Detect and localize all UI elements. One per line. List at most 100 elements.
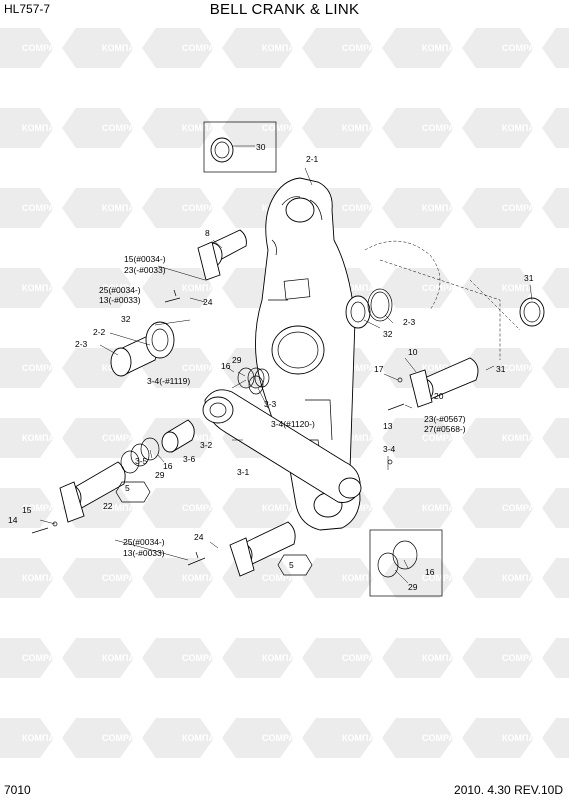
watermark-hexagon [0,348,54,388]
watermark-hexagon [542,488,569,528]
label-13a: 13(-#0033) [99,295,141,305]
watermark-hexagon [462,558,534,598]
watermark-tile: КОМПАРТ [462,418,547,458]
label-29a: 29 [232,355,242,365]
watermark-text: COMPART [22,43,67,53]
watermark-tile: КОМПАРТ [542,188,569,228]
watermark-hexagon [62,188,134,228]
watermark-text: КОМПАРТ [422,363,467,373]
label-2-2: 2-2 [93,327,106,337]
label-13b: 13 [383,421,393,431]
watermark-text: КОМПАРТ [22,123,67,133]
watermark-tile: КОМПАРТ [222,488,307,528]
model-code: HL757-7 [4,2,51,16]
watermark-text: КОМПАРТ [502,733,547,743]
watermark-text: COMPART [102,283,147,293]
watermark-text: КОМПАРТ [262,653,307,663]
watermark-hexagon [302,108,374,148]
label-15b: 15 [22,505,32,515]
watermark-text: COMPART [22,653,67,663]
watermark-hexagon [462,348,534,388]
watermark-text: COMPART [342,43,387,53]
watermark-tile: КОМПАРТ [382,28,467,68]
watermark-hexagon [462,188,534,228]
watermark-text: COMPART [342,203,387,213]
watermark-text: COMPART [422,573,467,583]
watermark-text: КОМПАРТ [182,573,227,583]
watermark-tile: COMPART [142,638,227,678]
watermark-text: COMPART [182,203,227,213]
watermark-hexagon [462,28,534,68]
watermark-hexagon [62,268,134,308]
watermark-tile: КОМПАРТ [222,28,307,68]
hex-callout-5b [277,554,313,576]
watermark-text: КОМПАРТ [422,503,467,513]
watermark-hexagon [462,108,534,148]
watermark-text: КОМПАРТ [342,573,387,583]
watermark-text: COMPART [102,573,147,583]
watermark-tile: COMPART [542,418,569,458]
watermark-text: КОМПАРТ [502,433,547,443]
label-31a: 31 [524,273,534,283]
watermark-tile: КОМПАРТ [142,718,227,758]
watermark-tile: COMPART [0,348,67,388]
watermark-tile: COMPART [62,418,147,458]
watermark-hexagon [382,718,454,758]
center-bore [271,325,325,375]
hex-callout-5a [115,481,151,503]
label-3-3: 3-3 [264,399,277,409]
watermark-tile: КОМПАРТ [0,558,67,598]
watermark-text: КОМПАРТ [102,203,147,213]
watermark-text: КОМПАРТ [502,283,547,293]
label-5b: 5 [289,560,294,570]
pin-lower [239,521,296,567]
watermark-tile: КОМПАРТ [62,638,147,678]
watermark-text: COMPART [262,733,307,743]
watermark-hexagon [382,418,454,458]
label-25a: 25(#0034-) [99,285,141,295]
watermark-tile: COMPART [62,718,147,758]
watermark-text: COMPART [182,653,227,663]
watermark-tile: COMPART [542,718,569,758]
label-25b: 25(#0034-) [123,537,165,547]
watermark-text: КОМПАРТ [502,123,547,133]
page-title: BELL CRANK & LINK [209,1,360,18]
watermark-tile: КОМПАРТ [302,718,387,758]
watermark-tile: COMPART [382,558,467,598]
watermark-text: COMPART [262,123,307,133]
watermark-hexagon [542,188,569,228]
watermark-hexagon [62,558,134,598]
watermark-tile: КОМПАРТ [382,638,467,678]
watermark-hexagon [0,638,54,678]
watermark-hexagon [62,638,134,678]
watermark-hexagon [142,638,214,678]
watermark-text: КОМПАРТ [102,43,147,53]
label-14: 14 [8,515,18,525]
watermark-text: КОМПАРТ [182,433,227,443]
bolt-lower [187,551,206,566]
watermark-text: COMPART [422,123,467,133]
watermark-text: КОМПАРТ [422,203,467,213]
watermark-tile: COMPART [222,558,307,598]
label-15a: 15(#0034-) [124,254,166,264]
bushing-2-3-right [367,288,393,322]
watermark-tile: КОМПАРТ [62,188,147,228]
watermark-tile: КОМПАРТ [382,488,467,528]
watermark-hexagon [542,558,569,598]
watermark-text: COMPART [182,43,227,53]
watermark-tile: КОМПАРТ [62,28,147,68]
watermark-hexagon [382,488,454,528]
label-2-3a: 2-3 [75,339,88,349]
watermark-text: COMPART [262,573,307,583]
label-3-6: 3-6 [183,454,196,464]
label-16a: 16 [221,361,231,371]
watermark-tile: COMPART [542,108,569,148]
watermark-hexagon [62,418,134,458]
watermark-text: COMPART [102,433,147,443]
watermark-text: КОМПАРТ [22,733,67,743]
watermark-hexagon [142,268,214,308]
bell-crank-drawing [31,121,545,597]
watermark-tile: КОМПАРТ [462,718,547,758]
watermark-hexagon [382,188,454,228]
watermark-tile: КОМПАРТ [142,558,227,598]
